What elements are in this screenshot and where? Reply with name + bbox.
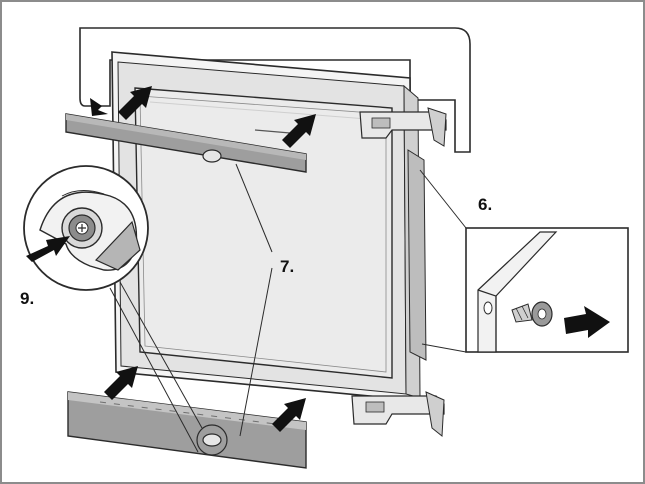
callout-9: 9.	[20, 289, 34, 308]
glass-mark	[254, 129, 291, 134]
leader-7-bottom	[239, 267, 273, 437]
bottom-trim-hole	[202, 433, 222, 447]
leader-7-top	[235, 163, 273, 253]
leader-6-top	[419, 169, 467, 229]
arrow-corner	[90, 98, 108, 116]
glass-reflection	[149, 101, 381, 121]
callout-7: 7.	[280, 257, 294, 276]
arrow-remove-screw	[564, 306, 610, 338]
glass-pane	[134, 87, 393, 379]
arrow-top-left	[118, 86, 152, 120]
top-trim-strip	[65, 113, 307, 173]
leader-6-bottom	[421, 343, 467, 353]
arrow-bottom-right	[272, 398, 306, 432]
leader-9-a	[119, 281, 203, 429]
zoom-arrow-9	[26, 236, 70, 262]
bottom-trim-strip	[67, 391, 307, 469]
push-arrows	[104, 86, 316, 432]
leader-9-b	[109, 287, 199, 453]
zoom-detail-9	[23, 165, 149, 291]
arrow-top-right	[282, 114, 316, 148]
bottom-hole-highlight	[196, 424, 228, 456]
hinge-top	[359, 107, 447, 147]
top-trim-hole	[202, 149, 222, 163]
zoom-detail-6	[419, 169, 629, 353]
arrow-bottom-left	[104, 366, 138, 400]
glass-inner-edge	[139, 95, 387, 373]
hinge-bottom	[351, 391, 445, 437]
door-side-rail	[407, 149, 427, 361]
callout-6: 6.	[478, 195, 492, 214]
